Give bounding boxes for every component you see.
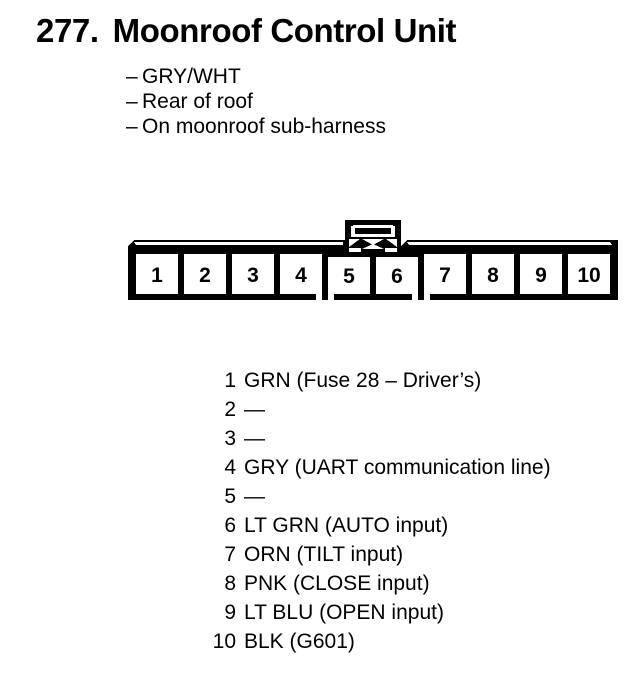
pin-number: 1 [224,369,236,392]
pin-cell [136,254,178,294]
subtitle-list: –GRY/WHT –Rear of roof –On moonroof sub-… [126,64,386,139]
page-title-number: 277. [36,12,99,49]
connector-keying-notch [316,287,430,300]
subtitle-text: On moonroof sub-harness [142,115,386,138]
pin-description: LT BLU (OPEN input) [244,601,444,624]
pin-cell [184,254,226,294]
pin-cell-label: 4 [295,264,307,287]
pin-row: 9 LT BLU (OPEN input) [180,598,551,627]
pin-row: 10 BLK (G601) [180,627,551,656]
pin-description: — [244,427,265,450]
subtitle-dash: – [126,65,138,88]
pin-cell-label: 5 [343,265,355,288]
page-title: 277. Moonroof Control Unit [36,12,457,49]
pin-cell-label: 10 [577,264,600,287]
subtitle-dash: – [126,115,138,138]
pin-number: 5 [224,485,236,508]
pin-cell [232,254,274,294]
subtitle-text: Rear of roof [142,90,253,113]
pin-cell [520,254,562,294]
subtitle-dash: – [126,90,138,113]
pin-number: 6 [224,514,236,537]
pin-cell [280,254,322,294]
pin-row: 8 PNK (CLOSE input) [180,569,551,598]
pin-cell [568,254,610,294]
pin-cell-label: 9 [535,264,547,287]
pin-number: 7 [224,543,236,566]
pin-description: GRY (UART communication line) [244,456,551,479]
pin-row: 3— [180,424,551,453]
pin-cell-label: 1 [151,264,163,287]
pin-description: BLK (G601) [244,630,355,653]
pin-cell-label: 7 [439,264,451,287]
pin-cell-label: 6 [391,265,403,288]
pin-cell-label: 8 [487,264,499,287]
subtitle-text: GRY/WHT [142,65,241,88]
pin-cell-group [136,254,610,294]
pin-row: 1 GRN (Fuse 28 – Driver’s) [180,366,551,395]
latch-tab-icon [345,220,401,252]
pin-number: 3 [224,427,236,450]
pin-cell [424,254,466,294]
pin-description: — [244,485,265,508]
subtitle-item: –On moonroof sub-harness [126,114,386,139]
pin-cell [472,254,514,294]
pin-number: 4 [224,456,236,479]
pin-description: PNK (CLOSE input) [244,572,430,595]
connector-diagram: 1 2 3 4 5 6 7 8 9 10 [0,205,640,315]
subtitle-item: –Rear of roof [126,89,386,114]
subtitle-item: –GRY/WHT [126,64,386,89]
pin-description: ORN (TILT input) [244,543,404,566]
pin-description: GRN (Fuse 28 – Driver’s) [244,369,482,392]
pin-row: 2— [180,395,551,424]
pin-row: 6 LT GRN (AUTO input) [180,511,551,540]
pin-cell [328,257,370,294]
pin-number: 10 [212,630,236,653]
page-title-text: Moonroof Control Unit [112,12,457,49]
pin-number: 2 [224,398,236,421]
pin-row: 5— [180,482,551,511]
pin-cell [376,257,418,294]
pin-row: 7 ORN (TILT input) [180,540,551,569]
pin-row: 4 GRY (UART communication line) [180,453,551,482]
pin-description: LT GRN (AUTO input) [244,514,449,537]
pin-number: 8 [224,572,236,595]
pin-number: 9 [224,601,236,624]
pin-description: — [244,398,265,421]
pin-cell-label: 2 [199,264,211,287]
pin-cell-label: 3 [247,264,259,287]
